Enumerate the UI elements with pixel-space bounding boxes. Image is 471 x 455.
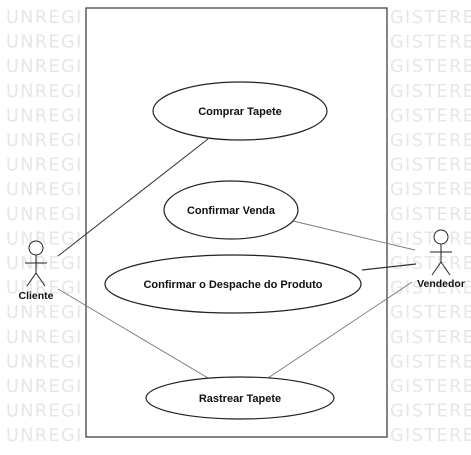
watermark-text: GISTERE [390, 229, 471, 249]
watermark-text: UNREGI [6, 180, 83, 200]
use-case-ellipse [152, 81, 328, 141]
associations [57, 138, 417, 379]
association-cliente-comprar [57, 138, 209, 257]
watermark-text: UNREGI [6, 426, 83, 446]
watermark-text: GISTERE [390, 57, 471, 77]
watermark-text: GISTERE [390, 426, 471, 446]
watermark-text: UNREGI [6, 254, 83, 274]
watermark-text: UNREGI [6, 205, 83, 225]
association-vendedor-confirmar-despache [361, 263, 417, 271]
watermark-text: UNREGI [6, 328, 83, 348]
watermark-text: GISTERE [390, 303, 471, 323]
watermark-text: UNREGI [6, 229, 83, 249]
watermark-text: GISTERE [390, 82, 471, 102]
watermark-text: GISTERE [390, 377, 471, 397]
watermark-text: GISTERE [390, 352, 471, 372]
watermark-text: GISTERE [390, 205, 471, 225]
watermark-text: UNREGI [6, 131, 83, 151]
actor-label: Cliente [18, 290, 53, 302]
use-case-ellipse [163, 180, 299, 240]
watermark-text: UNREGI [6, 106, 83, 126]
use-case-confirmar-venda[interactable]: Confirmar Venda [163, 180, 299, 240]
watermark-text: GISTERE [390, 131, 471, 151]
use-case-label: Confirmar Venda [187, 205, 276, 217]
watermark-text: GISTERE [390, 254, 471, 274]
watermark-text: UNREGI [6, 57, 83, 77]
use-case-confirmar-despache[interactable]: Confirmar o Despache do Produto [104, 254, 362, 314]
use-case-label: Confirmar o Despache do Produto [143, 279, 322, 291]
watermark-text: GISTERE [390, 180, 471, 200]
actor-label: Vendedor [417, 278, 465, 290]
watermark-text: UNREGI [6, 402, 83, 422]
watermark-text: GISTERE [390, 33, 471, 53]
watermark-text: GISTERE [390, 106, 471, 126]
use-case-label: Rastrear Tapete [199, 393, 281, 405]
actor-cliente[interactable]: Cliente [18, 240, 54, 302]
watermark-text: GISTERE [390, 328, 471, 348]
use-case-label: Comprar Tapete [198, 106, 282, 118]
watermark-text: GISTERE [390, 8, 471, 28]
watermark-text: UNREGI [6, 33, 83, 53]
watermark-text: UNREGI [6, 352, 83, 372]
use-case-ellipse [145, 376, 335, 420]
watermark-text: UNREGI [6, 377, 83, 397]
watermark-text: GISTERE [390, 156, 471, 176]
stick-figure-icon [25, 240, 47, 287]
watermark-text: UNREGI [6, 279, 83, 299]
watermark-text: GISTERE [390, 402, 471, 422]
watermark-text: UNREGI [6, 82, 83, 102]
watermark-text: UNREGI [6, 8, 83, 28]
association-cliente-rastrear [57, 288, 209, 379]
actor-vendedor[interactable]: Vendedor [417, 229, 465, 290]
stick-figure-icon [430, 229, 452, 276]
watermark-text: UNREGI [6, 156, 83, 176]
watermark-text: UNREGI [6, 303, 83, 323]
use-case-rastrear-tapete[interactable]: Rastrear Tapete [145, 376, 335, 420]
use-case-comprar-tapete[interactable]: Comprar Tapete [152, 81, 328, 141]
association-vendedor-rastrear [267, 281, 413, 379]
association-vendedor-confirmar-venda [292, 220, 416, 251]
use-case-ellipse [104, 254, 362, 314]
